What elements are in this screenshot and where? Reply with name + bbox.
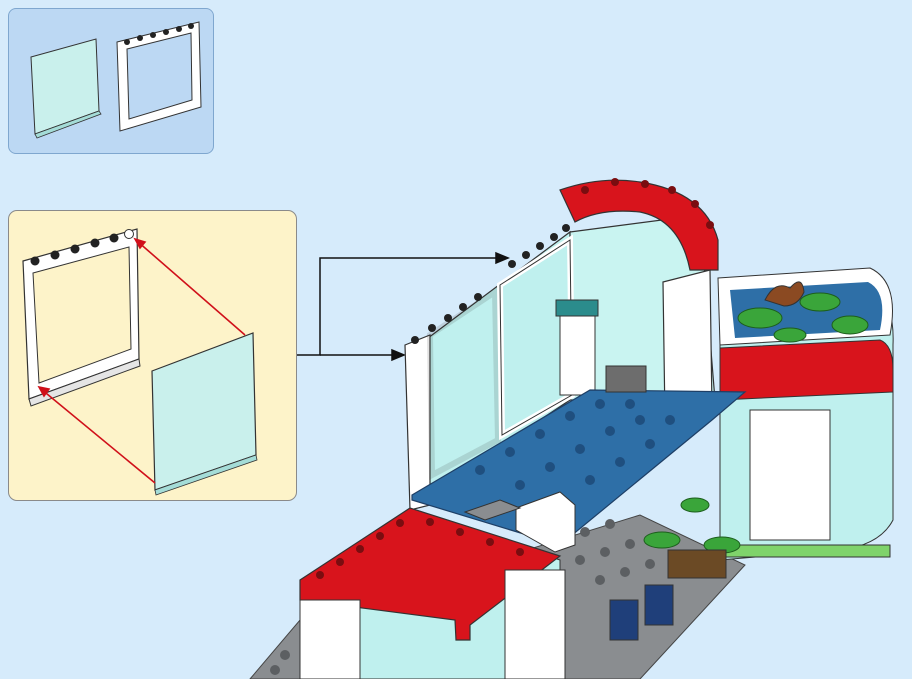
control-console [605,365,647,393]
parts-list-illustration [30,21,202,139]
upper-floor [404,178,747,553]
subassembly-illustration [22,228,258,496]
window-frame-subassembly [22,228,141,407]
parts-list-box [8,8,214,154]
squirrel-figure [764,281,805,307]
installed-window-frame-1 [426,286,502,480]
potted-plant [643,497,741,554]
right-round-section [717,267,894,561]
window-frame-part [116,21,202,132]
subassembly-callout [8,210,297,501]
insert-arrows [37,237,246,484]
callout-pointer-arrows [297,251,510,362]
water-dispenser [559,309,596,396]
lower-front-section [299,497,741,679]
